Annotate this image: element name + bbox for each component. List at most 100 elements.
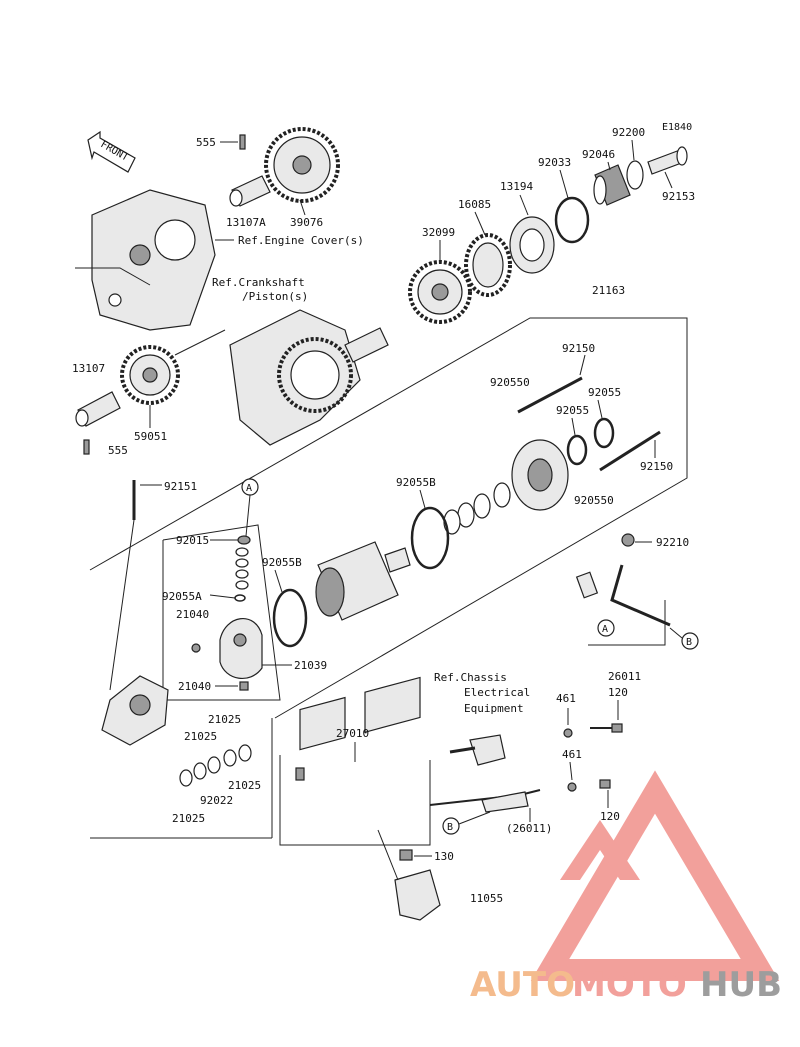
nut-461-top: [563, 728, 573, 738]
label-92022: 92022: [200, 794, 233, 807]
starter-end-cover: [511, 439, 569, 511]
bearing-92046: [593, 164, 631, 206]
label-120-bottom: 120: [600, 810, 620, 823]
label-555-bottom: 555: [108, 444, 128, 457]
leader-bracket-link: [377, 829, 399, 881]
bolt-120-top: [611, 723, 623, 733]
armature-shaft: [384, 547, 411, 573]
diagram-code: E1840: [662, 122, 692, 133]
washer-21025-b: [223, 749, 237, 767]
label-27010: 27010: [336, 727, 369, 740]
label-92153: 92153: [662, 190, 695, 203]
starter-relay: [364, 676, 421, 733]
engine-cover-bolt: [108, 293, 122, 307]
armature-commutator: [315, 567, 345, 617]
circlip-92033: [554, 196, 590, 244]
relay-bracket-line: [279, 755, 431, 846]
bolt-92150-top: [517, 376, 583, 414]
part-labels: E1840 555 13107A 39076 Ref.Engine Cover(…: [72, 122, 695, 905]
brush-plate-shape: [219, 618, 263, 680]
engine-cover-boss: [154, 219, 196, 261]
washer-brush-2: [235, 558, 249, 568]
boundary-lines: [89, 317, 688, 846]
logo-text-moto: MOTO: [572, 965, 687, 1005]
label-21025-d: 21025: [172, 812, 205, 825]
label-920550-bottom: 920550: [574, 494, 614, 507]
front-arrow-icon: [87, 130, 136, 173]
bearing-92046-end: [593, 175, 607, 205]
starter-armature: [315, 541, 411, 621]
gear-32099-hub: [431, 283, 449, 301]
leader-461-bottom: [569, 761, 573, 781]
label-120-top: 120: [608, 686, 628, 699]
leader-callout-b-right: [669, 627, 683, 639]
relay-cable-top-terminal: [469, 734, 506, 766]
label-13194: 13194: [500, 180, 533, 193]
front-arrow: FRONT: [87, 130, 136, 173]
crankshaft-gear: [290, 350, 340, 400]
washer-brush-3: [235, 569, 249, 579]
cable-group-line: [588, 600, 666, 646]
label-11055: 11055: [470, 892, 503, 905]
label-ref-engine-cover: Ref.Engine Cover(s): [238, 234, 364, 247]
label-26011-paren: (26011): [506, 822, 552, 835]
label-21025-a: 21025: [208, 713, 241, 726]
washer-21025-a: [238, 744, 252, 762]
nut-92210: [621, 533, 635, 547]
label-13107: 13107: [72, 362, 105, 375]
callout-b-right-label: B: [686, 637, 692, 648]
relay-box: [299, 696, 346, 751]
cable-26011: [575, 533, 671, 627]
crankshaft-gear-teeth: [277, 337, 353, 413]
callout-a-top-label: A: [246, 483, 252, 494]
bolt-120-bottom: [599, 779, 611, 789]
washer-92200: [626, 160, 644, 190]
shaft-13107A: [229, 175, 271, 207]
shaft-13107: [75, 391, 121, 427]
callout-a-mid: [597, 619, 615, 637]
label-461-top: 461: [556, 692, 576, 705]
label-92015: 92015: [176, 534, 209, 547]
callout-a-mid-label: A: [602, 624, 608, 635]
bracket-shape: [394, 869, 441, 921]
label-39076: 39076: [290, 216, 323, 229]
logo-inner-shape: [560, 820, 640, 880]
label-920550-top: 920550: [490, 376, 530, 389]
gear-16085: [464, 233, 512, 297]
relay-cable-bottom: [429, 789, 541, 813]
end-cover-center: [527, 458, 553, 492]
gear-16085-body: [472, 242, 504, 288]
callout-b-bottom: [442, 817, 460, 835]
label-92151: 92151: [164, 480, 197, 493]
gear-59051-hub: [142, 367, 158, 383]
cable-26011-wire: [610, 564, 671, 627]
callout-b-bottom-label: B: [447, 822, 453, 833]
leader-92200: [631, 139, 635, 161]
bolt-130: [399, 849, 413, 861]
brush-plate-21039: [219, 618, 263, 680]
gear-39076: [264, 127, 340, 203]
label-21040-bottom: 21040: [178, 680, 211, 693]
leader-callout-a-top: [245, 494, 251, 537]
clutch-13194-bore: [519, 228, 545, 262]
pin-555-top-shape: [239, 134, 246, 150]
leader-92055B-top: [419, 489, 426, 509]
logo-triangle-shape: [530, 770, 780, 981]
washer-stack-1: [493, 482, 511, 508]
leader-92055B-mid: [274, 569, 283, 593]
label-21025-b: 21025: [184, 730, 217, 743]
leader-92153: [664, 171, 673, 189]
label-21163: 21163: [592, 284, 625, 297]
cable-terminal: [575, 571, 599, 599]
leader-callout-b-bottom: [458, 811, 491, 825]
label-92200: 92200: [612, 126, 645, 139]
label-92055A: 92055A: [162, 590, 202, 603]
leader-92046: [607, 161, 611, 171]
oring-92055B-mid: [272, 588, 308, 648]
oring-92055A: [234, 594, 246, 602]
engine-cover-shape: [91, 189, 216, 331]
leader-92150-top: [579, 354, 586, 376]
relay-fuse: [295, 767, 305, 781]
